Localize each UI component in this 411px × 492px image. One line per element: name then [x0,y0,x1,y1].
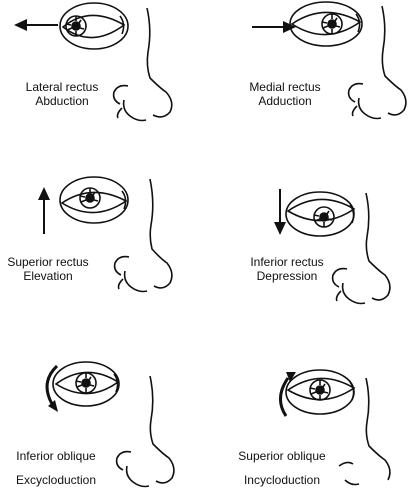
arrow-right-icon [252,21,296,33]
muscle-action: Elevation [23,269,73,283]
muscle-action: Depression [256,269,318,283]
panel-medial-rectus: Medial rectus Adduction [206,0,411,162]
muscle-action: Adduction [258,94,312,108]
muscle-name: Inferior rectus [250,255,324,269]
nose-icon [113,178,173,293]
muscle-label: Superior rectus Elevation [0,255,96,283]
muscle-name: Medial rectus [249,80,321,94]
muscle-label: Inferior rectus Depression [240,255,334,283]
eye-icon [59,2,129,50]
rotation-arrow-icon [279,372,296,417]
nose-icon [115,375,175,488]
muscle-action: Abduction [35,94,89,108]
arrow-left-icon [14,19,58,31]
eye-icon [289,1,363,47]
eye-icon [59,176,129,224]
panel-lateral-rectus: Lateral rectus Abduction [0,0,205,162]
nose-icon [338,377,391,486]
nose-icon [347,5,407,120]
rotation-arrow-icon [45,364,59,412]
arrow-up-icon [38,187,50,234]
nose-icon [331,192,391,305]
muscle-name: Lateral rectus [25,80,99,94]
muscle-label: Superior oblique Incycloduction [226,444,338,492]
muscle-action: Excycloduction [15,473,97,487]
medial-rectus-illustration [252,1,407,120]
panel-inferior-rectus: Inferior rectus Depression [206,163,411,325]
muscle-action: Incycloduction [243,473,321,487]
superior-oblique-illustration [279,369,391,486]
muscle-label: Medial rectus Adduction [240,80,330,108]
eye-icon [285,369,356,415]
panel-inferior-oblique: Inferior oblique Excycloduction [0,326,205,488]
eye-icon [52,361,120,407]
arrow-down-icon [274,189,286,235]
nose-icon [112,7,173,122]
panel-superior-rectus: Superior rectus Elevation [0,163,205,325]
inferior-rectus-illustration [274,189,391,305]
lateral-rectus-illustration [14,2,173,122]
panel-superior-oblique: Superior oblique Incycloduction [206,326,411,488]
muscle-name: Superior oblique [238,449,326,463]
muscle-label: Inferior oblique Excycloduction [0,444,112,492]
inferior-oblique-illustration [45,361,175,488]
muscle-name: Inferior oblique [16,449,96,463]
muscle-name: Superior rectus [7,255,89,269]
eye-icon [285,191,356,237]
muscle-label: Lateral rectus Abduction [0,80,124,108]
superior-rectus-illustration [38,176,173,293]
